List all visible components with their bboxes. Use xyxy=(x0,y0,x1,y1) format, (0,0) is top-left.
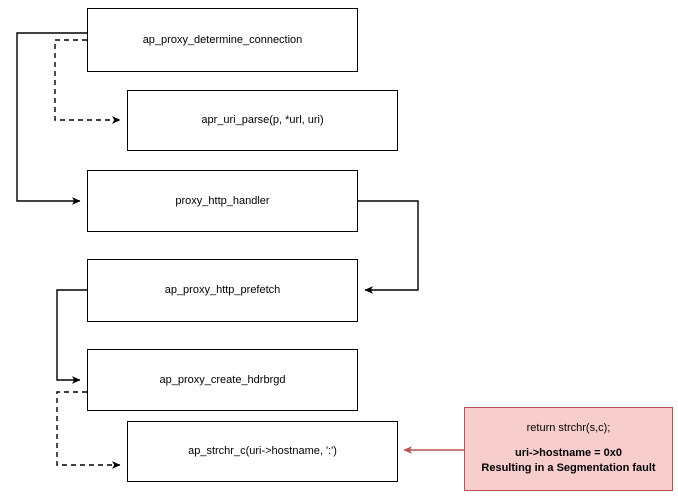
edge-determine-connection-to-apr-uri-parse xyxy=(54,39,121,124)
node-label: apr_uri_parse(p, *url, uri) xyxy=(201,114,324,127)
node-label: proxy_http_handler xyxy=(175,194,270,207)
edge-proxy-http-handler-to-ap-proxy-http-prefetch xyxy=(358,200,419,294)
edge-determine-connection-to-proxy-http-handler xyxy=(16,32,87,205)
note-segmentation-fault[interactable]: return strchr(s,c); uri->hostname = 0x0 … xyxy=(464,407,673,491)
node-label: ap_proxy_http_prefetch xyxy=(164,284,281,297)
edge-ap-proxy-create-hdrbrgd-to-ap-strchr-c xyxy=(56,391,121,469)
node-ap-proxy-http-prefetch[interactable]: ap_proxy_http_prefetch xyxy=(87,259,358,322)
node-label: ap_proxy_create_hdrbrgd xyxy=(159,373,286,386)
node-proxy-http-handler[interactable]: proxy_http_handler xyxy=(87,170,358,232)
edge-ap-proxy-http-prefetch-to-ap-proxy-create-hdrbrgd xyxy=(56,289,87,384)
node-ap-proxy-determine-connection[interactable]: ap_proxy_determine_connection xyxy=(87,8,358,72)
node-ap-proxy-create-hdrbrgd[interactable]: ap_proxy_create_hdrbrgd xyxy=(87,349,358,411)
node-label: ap_strchr_c(uri->hostname, ':') xyxy=(188,445,337,458)
note-line-return-strchr: return strchr(s,c); xyxy=(526,421,611,434)
node-apr-uri-parse[interactable]: apr_uri_parse(p, *url, uri) xyxy=(127,90,398,151)
note-line-hostname-null: uri->hostname = 0x0 xyxy=(515,446,622,459)
node-ap-strchr-c[interactable]: ap_strchr_c(uri->hostname, ':') xyxy=(127,421,398,482)
note-line-segfault: Resulting in a Segmentation fault xyxy=(481,462,656,475)
node-label: ap_proxy_determine_connection xyxy=(142,33,303,46)
